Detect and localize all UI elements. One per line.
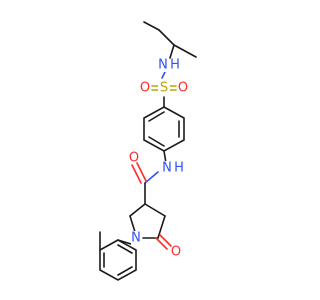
bond: [131, 164, 142, 184]
bond: [155, 237, 168, 250]
bond: [117, 266, 133, 276]
atom-o-lactam: O: [171, 245, 181, 260]
bond: [129, 203, 146, 217]
tolyl-ring: [99, 239, 137, 281]
molecule-diagram: N H S O O N H O N O: [99, 21, 197, 281]
atom-o-s-left: O: [140, 81, 150, 96]
atom-label: O: [129, 151, 139, 166]
bond: [169, 44, 175, 59]
atom-label: S: [160, 81, 168, 96]
atom-label: O: [171, 245, 181, 260]
bond: [144, 171, 159, 184]
atom-h-amide: H: [174, 161, 184, 176]
bond: [148, 111, 165, 122]
bond: [143, 21, 160, 31]
bond: [159, 234, 172, 247]
atom-label: N: [162, 161, 172, 176]
atom-n-ring: N: [131, 231, 141, 246]
atom-n-top: N: [158, 58, 168, 73]
atom-label: H: [174, 161, 184, 176]
atom-s: S: [158, 81, 170, 96]
atom-o-s-right: O: [178, 81, 188, 96]
atom-label: O: [178, 81, 188, 96]
benzene-ring: [143, 106, 185, 152]
atom-label: H: [170, 58, 180, 73]
atom-label: N: [158, 58, 168, 73]
bond: [148, 136, 165, 147]
atom-n-amide: N: [162, 161, 172, 176]
bond: [136, 162, 147, 182]
bond: [158, 29, 175, 46]
bond: [129, 215, 136, 233]
atom-label: O: [140, 81, 150, 96]
bond: [117, 244, 133, 254]
bond: [157, 215, 166, 239]
bond: [144, 203, 166, 217]
atom-o-amide: O: [129, 151, 139, 166]
atom-label: N: [131, 231, 141, 246]
bond: [173, 44, 197, 58]
atom-h-top: H: [170, 58, 180, 73]
structure-svg: N H S O O N H O N O: [99, 21, 197, 281]
